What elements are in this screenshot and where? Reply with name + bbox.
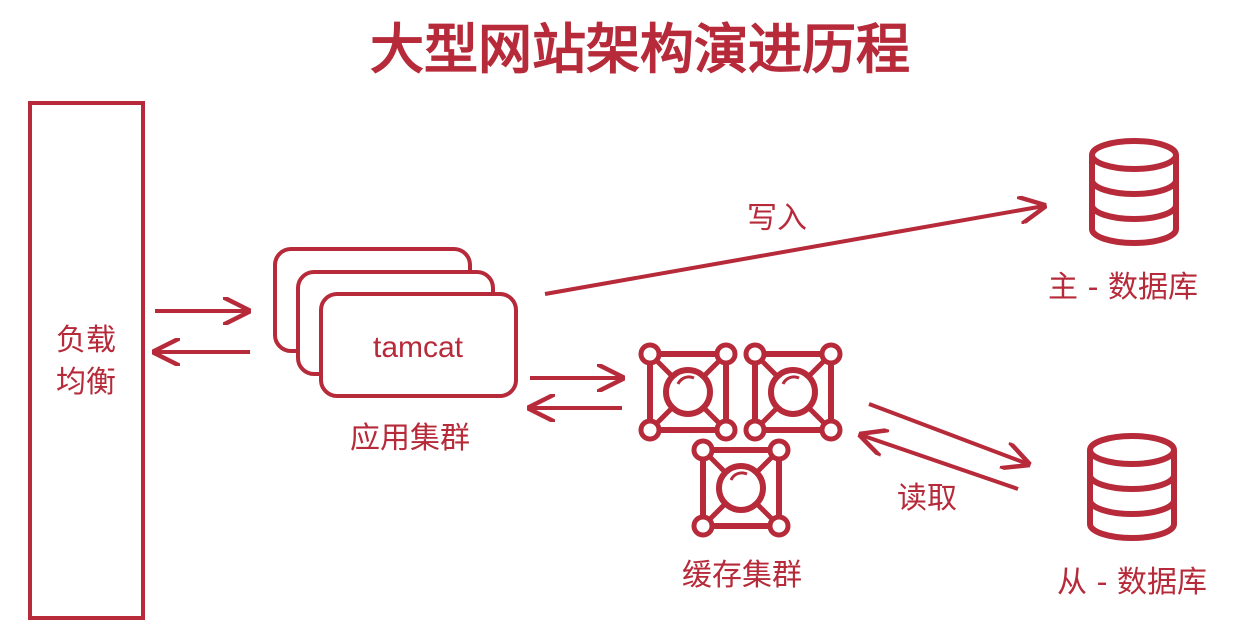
cache-cluster-caption: 缓存集群 — [682, 558, 802, 593]
load-balancer-label-line1: 负载 — [56, 323, 116, 358]
write-label: 写入 — [747, 201, 807, 236]
database-icon — [1092, 141, 1176, 243]
master-db-caption: 主 - 数据库 — [1048, 270, 1198, 305]
read-edges: 读取 — [861, 402, 1028, 516]
write-edge: 写入 — [544, 201, 1044, 296]
lb-app-arrows — [155, 311, 250, 352]
cache-node-icon — [694, 441, 788, 535]
server-card-front — [319, 292, 518, 398]
cache-node-icon — [641, 345, 735, 439]
load-balancer-node: 负载 均衡 — [28, 101, 145, 620]
database-icon — [1090, 436, 1174, 538]
app-cache-arrows — [530, 378, 622, 408]
slave-db: 从 - 数据库 — [1057, 436, 1207, 600]
app-cluster-caption: 应用集群 — [350, 421, 470, 456]
cache-cluster: 缓存集群 — [641, 345, 840, 593]
page-title: 大型网站架构演进历程 — [370, 18, 910, 81]
load-balancer-label-line2: 均衡 — [56, 365, 116, 400]
slave-db-caption: 从 - 数据库 — [1057, 565, 1207, 600]
cache-node-icon — [746, 345, 840, 439]
master-db: 主 - 数据库 — [1048, 141, 1198, 305]
app-cluster: tamcat 应用集群 — [273, 247, 518, 456]
read-label: 读取 — [897, 481, 957, 516]
server-label: tamcat — [373, 331, 464, 364]
